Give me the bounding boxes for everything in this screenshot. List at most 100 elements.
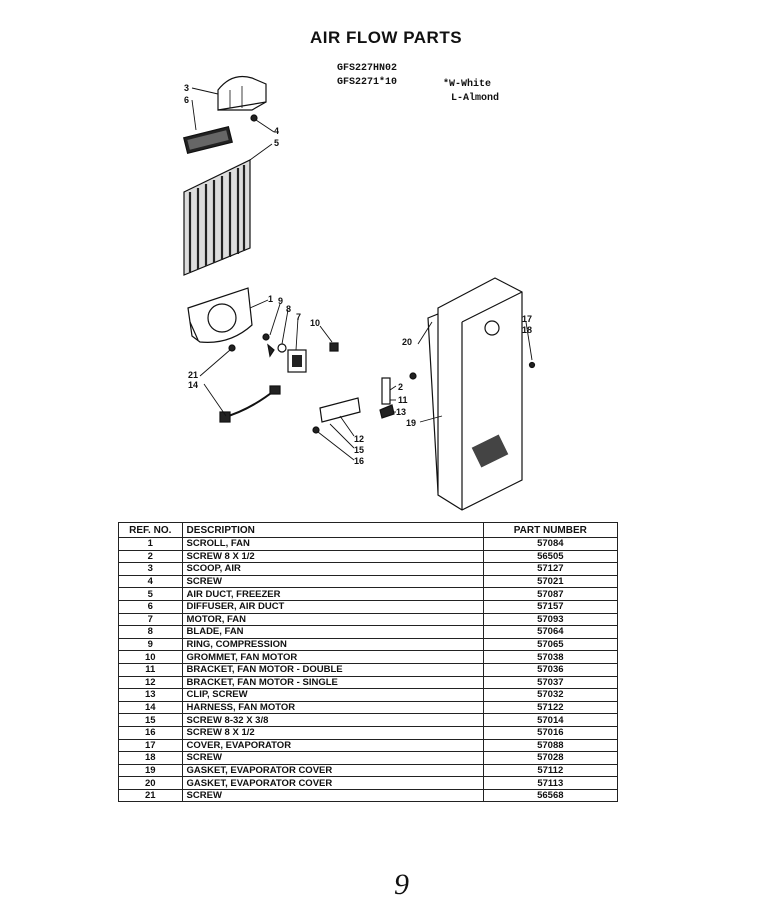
ref-cell: 13 [118,688,183,702]
part-number-cell: 57065 [482,637,619,652]
callout-8: 8 [286,304,291,314]
callout-17: 17 [522,314,532,324]
exploded-parts-diagram: 3 6 4 5 1 9 8 7 10 20 17 18 21 14 2 11 1… [183,75,536,511]
description-cell: SCROLL, FAN [181,537,484,551]
part-number-cell: 57016 [482,725,619,740]
description-cell: DIFFUSER, AIR DUCT [181,599,484,614]
air-duct-drawing [183,159,251,276]
screw-drawing [228,344,236,352]
ref-cell: 5 [118,587,183,601]
fan-scroll-drawing [187,287,253,343]
screw-drawing [528,361,536,369]
ref-cell: 6 [118,599,183,614]
description-cell: RING, COMPRESSION [181,637,484,652]
header-description: DESCRIPTION [181,522,484,538]
callout-10: 10 [310,318,320,328]
description-cell: SCREW 8 X 1/2 [181,725,484,740]
part-number-cell: 57122 [482,700,619,715]
ref-cell: 1 [118,537,183,551]
diffuser-drawing [183,125,233,155]
part-number-cell: 57032 [482,688,619,702]
model-numbers: GFS227HN02 GFS2271*10 [337,62,397,90]
callout-9: 9 [278,296,283,306]
ref-cell: 16 [118,725,183,740]
description-cell: SCREW [181,574,484,589]
description-cell: MOTOR, FAN [181,612,484,627]
part-number-cell: 57087 [482,587,619,601]
callout-15: 15 [354,445,364,455]
description-cell: GROMMET, FAN MOTOR [181,650,484,664]
color-code: L-Almond [451,93,500,104]
callout-13: 13 [396,407,406,417]
callout-12: 12 [354,434,364,444]
ref-cell: 21 [118,788,183,803]
part-number-cell: 57113 [482,776,619,790]
ref-cell: 9 [118,637,183,652]
callout-1: 1 [268,294,273,304]
part-number-cell: 57028 [482,751,619,765]
ref-cell: 17 [118,738,183,753]
ref-cell: 10 [118,650,183,664]
model-number: GFS227HN02 [337,63,398,74]
ref-cell: 19 [118,763,183,778]
description-cell: CLIP, SCREW [181,688,484,702]
part-number-cell: 57112 [482,763,619,778]
callout-14: 14 [188,380,198,390]
part-number-cell: 57084 [482,537,619,551]
description-cell: BRACKET, FAN MOTOR - DOUBLE [181,662,484,677]
part-number-cell: 57127 [482,562,619,576]
description-cell: COVER, EVAPORATOR [181,738,484,753]
part-number-cell: 57157 [482,599,619,614]
color-codes: *W-White L-Almond [443,78,499,106]
callout-6: 6 [184,95,189,105]
part-number-cell: 57036 [482,662,619,677]
fan-motor-drawing [262,333,339,373]
ref-cell: 20 [118,776,183,790]
part-number-cell: 57093 [482,612,619,627]
description-cell: BLADE, FAN [181,625,484,639]
header-part-number: PART NUMBER [482,522,619,538]
part-number-cell: 57014 [482,713,619,727]
part-number-cell: 56568 [482,788,619,803]
description-cell: SCOOP, AIR [181,562,484,576]
callout-16: 16 [354,456,364,466]
harness-drawing [219,385,281,423]
page-number: 9 [394,868,409,901]
description-cell: GASKET, EVAPORATOR COVER [181,776,484,790]
evaporator-cover-drawing [437,277,523,511]
ref-cell: 3 [118,562,183,576]
ref-cell: 4 [118,574,183,589]
description-cell: BRACKET, FAN MOTOR - SINGLE [181,675,484,690]
callout-20: 20 [402,337,412,347]
ref-cell: 8 [118,625,183,639]
motor-brackets-drawing [312,372,417,434]
description-cell: SCREW 8 X 1/2 [181,549,484,564]
ref-cell: 15 [118,713,183,727]
ref-cell: 2 [118,549,183,564]
callout-11: 11 [398,395,408,405]
color-code: *W-White [443,79,492,90]
ref-cell: 11 [118,662,183,677]
ref-cell: 18 [118,751,183,765]
